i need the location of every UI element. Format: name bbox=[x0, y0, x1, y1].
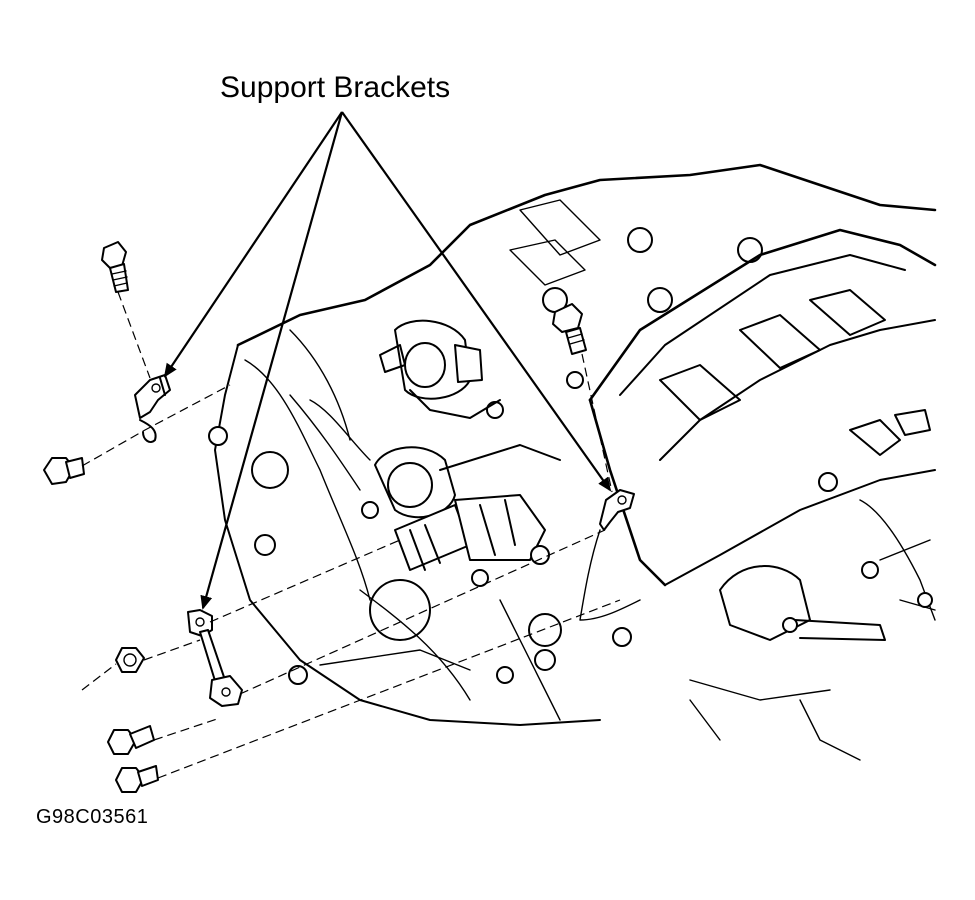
thermostat-housing bbox=[289, 394, 561, 571]
rear-support-bracket bbox=[134, 374, 171, 443]
bolt-left-lower-1 bbox=[107, 725, 155, 755]
bolt-left-upper bbox=[43, 457, 85, 485]
front-support-bracket bbox=[579, 489, 641, 621]
lower-support-bracket bbox=[187, 609, 243, 707]
engine-block bbox=[214, 163, 937, 726]
alignment-lines bbox=[81, 291, 621, 779]
intake-plenum bbox=[509, 199, 937, 761]
figure-id-label: G98C03561 bbox=[36, 806, 149, 828]
bolt-upper-center bbox=[552, 303, 587, 355]
support-brackets-label: Support Brackets bbox=[220, 71, 451, 104]
bolt-top-left bbox=[101, 241, 129, 293]
throttle-position-sensor bbox=[379, 319, 504, 419]
installed-bolts bbox=[208, 426, 933, 685]
callout-leaders bbox=[163, 111, 612, 610]
nut-left-middle bbox=[115, 647, 145, 673]
bolt-left-lower-2 bbox=[115, 765, 159, 793]
